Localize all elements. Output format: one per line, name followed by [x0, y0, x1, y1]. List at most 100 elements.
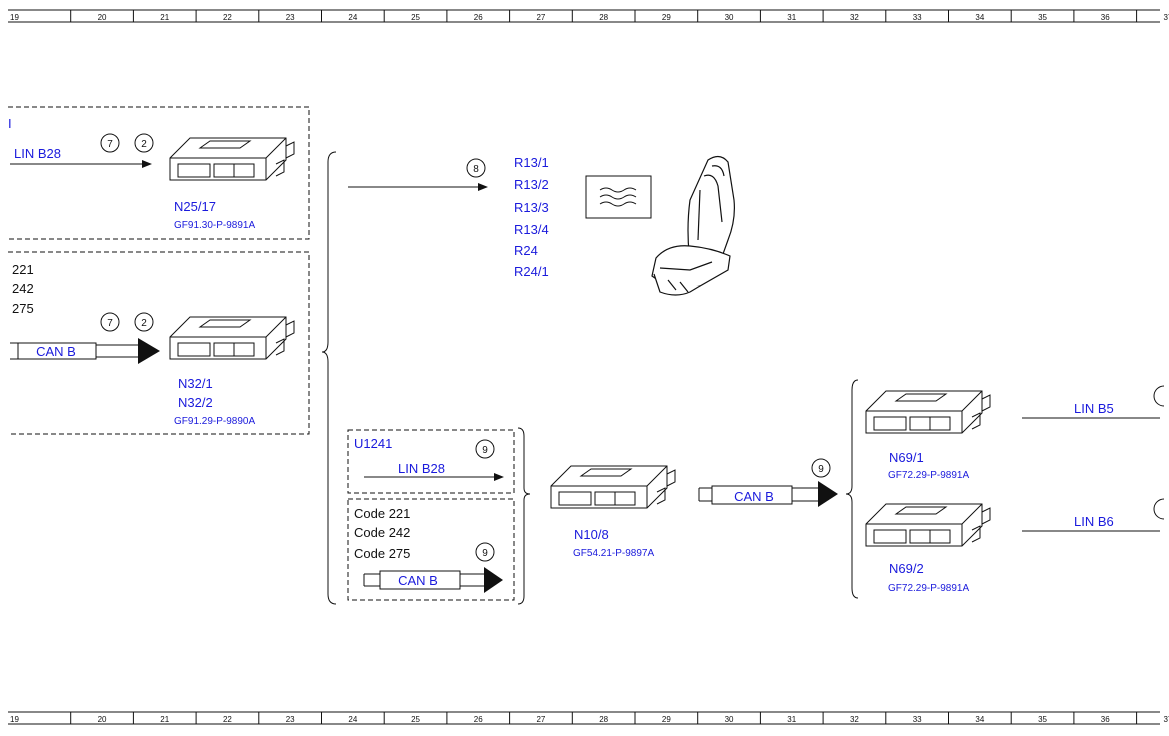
ruler-number: 21 — [160, 715, 169, 724]
ruler-number: 19 — [10, 13, 19, 22]
u1241-title: U1241 — [354, 436, 392, 451]
component-r13-3: R13/3 — [514, 200, 549, 215]
ruler-number: 25 — [411, 715, 420, 724]
component-r13-1: R13/1 — [514, 155, 549, 170]
component-r24: R24 — [514, 243, 538, 258]
n32-2-name: N32/2 — [178, 395, 213, 410]
seat-arrowhead — [478, 183, 488, 191]
ruler-number: 35 — [1038, 715, 1047, 724]
u1241-circle-text: 9 — [482, 445, 488, 456]
n69-2-circle-partial — [1153, 498, 1165, 520]
u1241-arrowhead — [494, 473, 504, 481]
ruler-number: 23 — [286, 715, 295, 724]
group-b-code-2: 242 — [12, 281, 34, 296]
group-b-circle-a-text: 7 — [107, 318, 113, 329]
n69-2-module-icon[interactable] — [865, 503, 991, 547]
group-b-circle-b-text: 2 — [141, 318, 147, 329]
ruler-number: 27 — [536, 715, 545, 724]
code-box-code-3: Code 275 — [354, 546, 410, 561]
group-a-circle-a — [100, 133, 120, 153]
group-b-bus-label: CAN B — [36, 344, 76, 359]
group-b-circle-a — [100, 312, 120, 332]
n69-1: N69/1 GF72.29-P-9891A LIN B5 — [865, 385, 1165, 481]
n32-module-icon[interactable] — [169, 316, 295, 360]
ruler-number: 27 — [536, 13, 545, 22]
group-a-circle-a-text: 7 — [107, 139, 113, 150]
ruler-number: 28 — [599, 13, 608, 22]
u1241-circle — [475, 439, 495, 459]
n69-1-name: N69/1 — [889, 450, 924, 465]
code-box-frame — [347, 498, 515, 601]
code-box-bus-label: CAN B — [398, 573, 438, 588]
ruler-number: 20 — [98, 13, 107, 22]
n25-17-ref[interactable]: GF91.30-P-9891A — [174, 220, 255, 231]
code-box-circle — [475, 542, 495, 562]
ruler-number: 28 — [599, 715, 608, 724]
group-a-circle-b-text: 2 — [141, 139, 147, 150]
n69-1-module-icon[interactable] — [865, 390, 991, 434]
group-b-circle-b — [134, 312, 154, 332]
ruler-number: 25 — [411, 13, 420, 22]
code-box-circle-text: 9 — [482, 548, 488, 559]
ruler-number: 37 — [1163, 13, 1169, 22]
group-b-can-box — [17, 342, 97, 360]
ruler-number: 23 — [286, 13, 295, 22]
code-box-code-1: Code 221 — [354, 506, 410, 521]
left-brace — [321, 151, 337, 605]
ruler-number: 21 — [160, 13, 169, 22]
n10-8-module-icon[interactable] — [550, 465, 676, 509]
ruler-number: 19 — [10, 715, 19, 724]
seat-circle — [466, 158, 486, 178]
ruler-number: 29 — [662, 715, 671, 724]
n10-8-name: N10/8 — [574, 527, 609, 542]
code-box-can-box — [379, 570, 461, 590]
n69-1-ref[interactable]: GF72.29-P-9891A — [888, 470, 969, 481]
group-b-code-3: 275 — [12, 301, 34, 316]
ruler-number: 31 — [787, 13, 796, 22]
ruler-number: 30 — [725, 715, 734, 724]
seat-circle-text: 8 — [473, 164, 479, 175]
ruler-number: 34 — [975, 715, 984, 724]
group-a-circle-b — [134, 133, 154, 153]
ruler-number: 20 — [98, 715, 107, 724]
n69-2-ref[interactable]: GF72.29-P-9891A — [888, 583, 969, 594]
u1241-frame — [347, 429, 515, 494]
group-a: I LIN B28 7 2 N25/17 GF91.30-P-9891A — [8, 106, 310, 240]
ruler-number: 33 — [913, 715, 922, 724]
n69-2: N69/2 GF72.29-P-9891A LIN B6 — [865, 498, 1165, 594]
code-box-arrowhead — [484, 567, 503, 593]
ruler-number: 31 — [787, 715, 796, 724]
u1241-bus-label: LIN B28 — [398, 461, 445, 476]
component-r13-4: R13/4 — [514, 222, 549, 237]
ruler-number: 22 — [223, 715, 232, 724]
n10-8-ref[interactable]: GF54.21-P-9897A — [573, 548, 654, 559]
ruler-number: 34 — [975, 13, 984, 22]
ruler-number: 32 — [850, 715, 859, 724]
mid-bus-circle-text: 9 — [818, 464, 824, 475]
mid-bus-circle — [811, 458, 831, 478]
component-r24-1: R24/1 — [514, 264, 549, 279]
n25-17-module-icon[interactable] — [169, 137, 295, 181]
n10-8: N10/8 GF54.21-P-9897A — [550, 465, 676, 559]
n32-1-name: N32/1 — [178, 376, 213, 391]
n32-ref[interactable]: GF91.29-P-9890A — [174, 416, 255, 427]
n69-2-bus-label: LIN B6 — [1074, 514, 1114, 529]
seat-icon — [651, 155, 735, 296]
n69-brace — [845, 379, 859, 599]
n69-1-circle-partial — [1153, 385, 1165, 407]
ruler-number: 32 — [850, 13, 859, 22]
n25-17-name: N25/17 — [174, 199, 216, 214]
ruler-bottom: 19202122232425262728293031323334353637 — [8, 711, 1169, 725]
u1241-box: U1241 9 LIN B28 — [347, 429, 515, 494]
ruler-number: 36 — [1101, 13, 1110, 22]
mid-bus-can-box — [711, 485, 793, 505]
group-b-frame — [8, 251, 310, 435]
group-b-arrowhead — [138, 338, 160, 364]
mid-bus: 9 CAN B — [698, 458, 838, 507]
n69-1-bus-label: LIN B5 — [1074, 401, 1114, 416]
ruler-number: 24 — [348, 13, 357, 22]
group-b-code-1: 221 — [12, 262, 34, 277]
group-b: 221 242 275 CAN B 7 2 N32/1 N32/2 GF91.2… — [8, 251, 310, 435]
ruler-top: 19202122232425262728293031323334353637 — [8, 9, 1169, 23]
